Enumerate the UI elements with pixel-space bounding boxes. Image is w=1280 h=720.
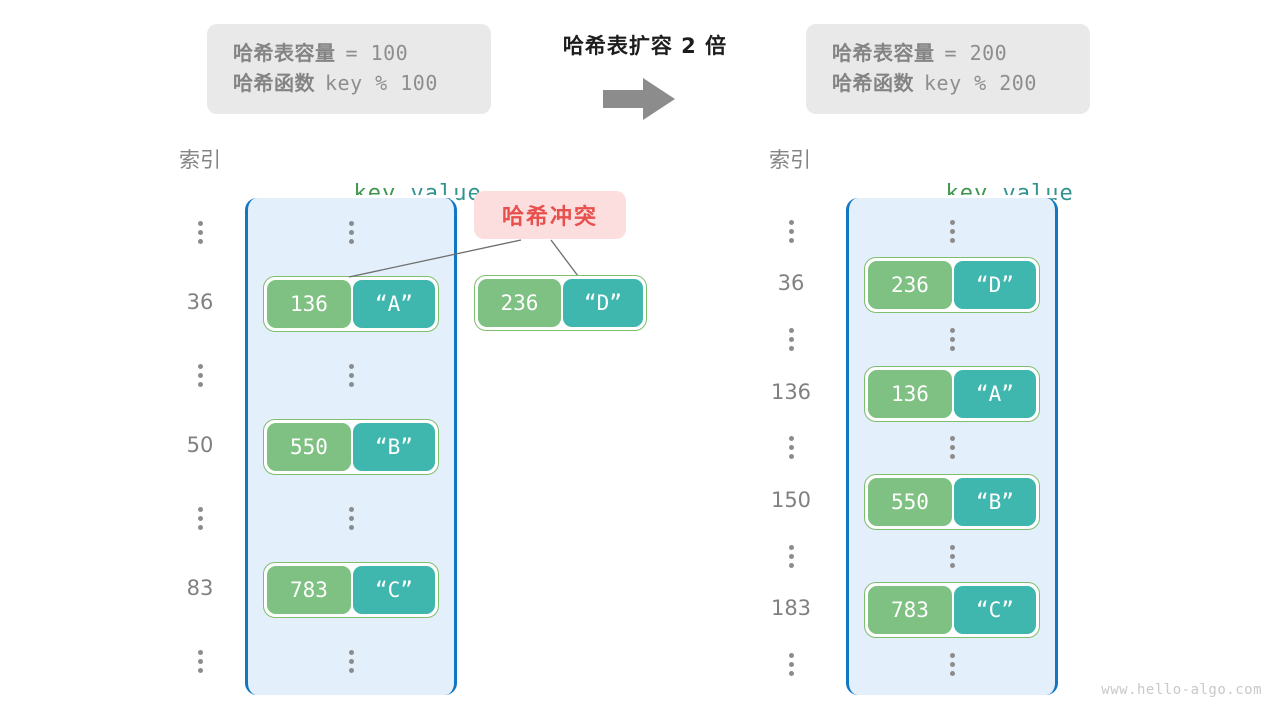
bucket-ellipsis (948, 219, 956, 243)
bucket-ellipsis (347, 220, 355, 244)
index-label: 183 (770, 596, 812, 621)
page-title: 哈希表扩容 2 倍 (562, 34, 728, 58)
entry-key: 136 (868, 369, 952, 418)
entry-key: 236 (478, 279, 561, 327)
index-label: 136 (770, 379, 812, 404)
index-ellipsis (196, 506, 204, 530)
entry-value: “B” (953, 478, 1036, 526)
bucket-ellipsis (347, 506, 355, 530)
hash-line: 哈希函数 key % 200 (832, 68, 1064, 98)
index-ellipsis (787, 436, 795, 460)
bucket-entry: 136“A” (864, 365, 1040, 422)
colliding-entry: 236 “D” (474, 275, 647, 331)
watermark: www.hello-algo.com (1101, 682, 1262, 698)
entry-key: 783 (868, 586, 952, 635)
hash-value: key % 200 (924, 71, 1037, 95)
index-label: 50 (186, 432, 214, 457)
capacity-line: 哈希表容量 = 200 (832, 38, 1064, 68)
entry-value: “D” (562, 279, 643, 327)
hash-value: key % 100 (325, 71, 438, 95)
index-ellipsis (196, 363, 204, 387)
hash-collision-badge: 哈希冲突 (474, 191, 626, 239)
info-box-after: 哈希表容量 = 200 哈希函数 key % 200 (806, 24, 1090, 114)
index-ellipsis (196, 220, 204, 244)
entry-key: 783 (267, 565, 351, 614)
capacity-value: = 100 (345, 41, 409, 65)
hash-label: 哈希函数 (233, 71, 315, 95)
entry-value: “C” (352, 565, 435, 614)
bucket-entry: 550“B” (864, 474, 1040, 530)
index-label: 36 (186, 289, 214, 314)
hash-label: 哈希函数 (832, 71, 914, 95)
hash-table-before: 索引 key value 36 136“A” 50 550“B” 83 783“C” (150, 143, 481, 703)
bucket-ellipsis (347, 649, 355, 673)
capacity-value: = 200 (944, 41, 1008, 65)
bucket-entry: 236“D” (864, 257, 1040, 314)
bucket-ellipsis (948, 436, 956, 460)
info-box-before: 哈希表容量 = 100 哈希函数 key % 100 (207, 24, 491, 114)
header-index: 索引 (179, 148, 221, 172)
header-key-value: key value (860, 143, 1074, 206)
index-ellipsis (787, 327, 795, 351)
header-index: 索引 (769, 148, 811, 172)
bucket-ellipsis (347, 363, 355, 387)
index-ellipsis (787, 544, 795, 568)
bucket-entry: 783“C” (864, 582, 1040, 639)
bucket-ellipsis (948, 327, 956, 351)
entry-value: “B” (352, 422, 435, 471)
entry-key: 550 (868, 478, 952, 526)
entry-key: 550 (267, 422, 351, 471)
entry-value: “C” (953, 586, 1036, 635)
bucket-entry: 136“A” (263, 275, 439, 332)
bucket-ellipsis (948, 653, 956, 677)
entry-value: “D” (953, 261, 1036, 310)
entry-value: “A” (953, 369, 1036, 418)
index-ellipsis (787, 653, 795, 677)
index-label: 36 (777, 271, 805, 296)
capacity-label: 哈希表容量 (233, 41, 336, 65)
index-label: 150 (770, 488, 812, 512)
capacity-label: 哈希表容量 (832, 41, 935, 65)
bucket-entry: 783“C” (263, 561, 439, 618)
entry-key: 236 (868, 261, 952, 310)
hash-line: 哈希函数 key % 100 (233, 68, 465, 98)
bucket-ellipsis (948, 544, 956, 568)
index-ellipsis (787, 219, 795, 243)
arrow-right-icon (603, 78, 675, 125)
bucket-entry: 550“B” (263, 418, 439, 475)
index-label: 83 (186, 575, 214, 600)
index-ellipsis (196, 649, 204, 673)
entry-value: “A” (352, 279, 435, 328)
header-key-value: key value (268, 143, 482, 206)
capacity-line: 哈希表容量 = 100 (233, 38, 465, 68)
entry-key: 136 (267, 279, 351, 328)
